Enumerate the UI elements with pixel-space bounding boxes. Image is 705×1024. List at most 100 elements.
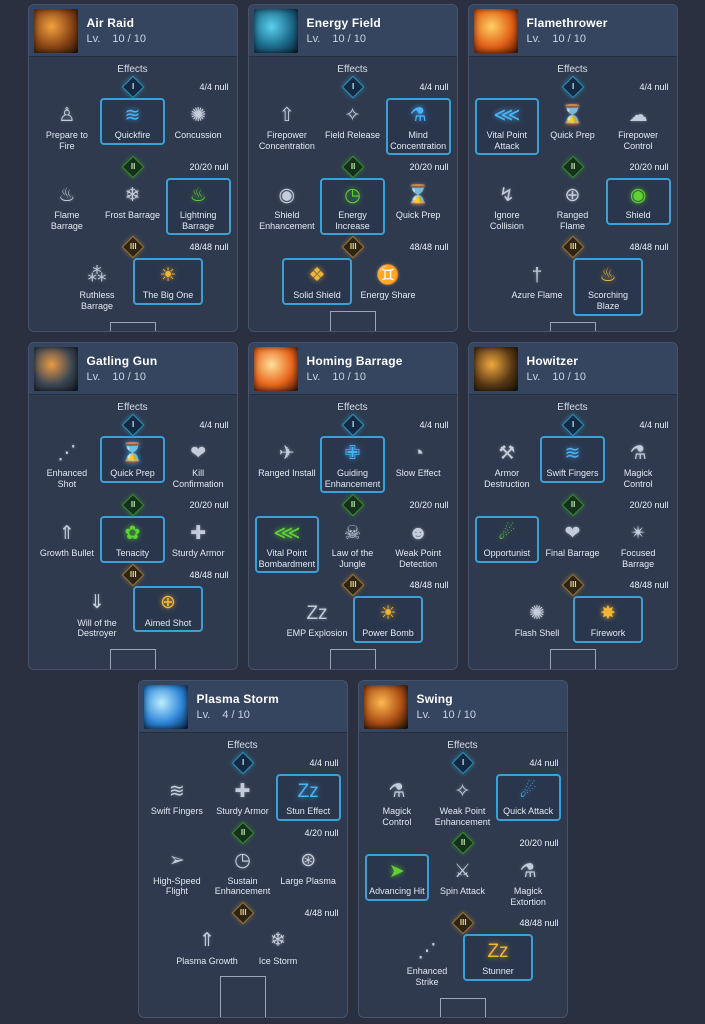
guiding-enhancement-icon: ✙ [344, 442, 361, 464]
skill-enhanced-strike[interactable]: ⋰Enhanced Strike [392, 934, 462, 991]
skill-swift-fingers[interactable]: ≋Swift Fingers [540, 436, 605, 483]
skill-advancing-hit[interactable]: ➤Advancing Hit [364, 854, 430, 901]
skill-vital-point-bombardment[interactable]: ⋘Vital Point Bombardment [254, 516, 320, 574]
skill-firepower-control[interactable]: ☁Firepower Control [606, 98, 671, 155]
tier-points-counter: 48/48 null [409, 580, 449, 591]
empty-skill-slot[interactable] [549, 649, 596, 669]
skill-tenacity[interactable]: ✿Tenacity [100, 516, 165, 563]
skill-magick-extortion[interactable]: ⚗Magick Extortion [496, 854, 561, 911]
skill-shield-enhancement[interactable]: ◉Shield Enhancement [255, 178, 320, 235]
skill-level-row: Lv.10 / 10 [527, 33, 608, 45]
skill-level-row: Lv.10 / 10 [417, 709, 477, 721]
skill-mind-concentration[interactable]: ⚗Mind Concentration [385, 98, 451, 156]
level-value: 10 / 10 [442, 709, 476, 721]
skill-quick-prep[interactable]: ⌛Quick Prep [100, 436, 165, 483]
skill-law-of-the-jungle[interactable]: ☠Law of the Jungle [320, 516, 385, 573]
level-label: Lv. [86, 371, 101, 383]
skill-sustain-enhancement[interactable]: ◷Sustain Enhancement [210, 844, 275, 901]
empty-skill-slot[interactable] [329, 311, 376, 331]
skill-lightning-barrage[interactable]: ♨Lightning Barrage [165, 178, 231, 236]
skill-guiding-enhancement[interactable]: ✙ Guiding Enhancement [320, 436, 385, 494]
skill-quick-prep[interactable]: ⌛Quick Prep [540, 98, 605, 145]
skill-kill-confirmation[interactable]: ❤Kill Confirmation [166, 436, 231, 493]
empty-skill-slot[interactable] [219, 976, 266, 1017]
skill-weak-point-enhancement[interactable]: ✧Weak Point Enhancement [430, 774, 495, 831]
skill-quickfire[interactable]: ≋Quickfire [100, 98, 165, 145]
level-label: Lv. [306, 33, 321, 45]
empty-skill-slot[interactable] [439, 997, 486, 1017]
panel-header-text: Swing Lv.10 / 10 [417, 692, 477, 721]
skill-label: Enhanced Strike [406, 966, 448, 988]
skill-label: Plasma Growth [176, 955, 238, 966]
weak-point-enhancement-icon: ✧ [454, 780, 471, 802]
skill-aimed-shot[interactable]: ⊕Aimed Shot [133, 585, 203, 633]
skill-sturdy-armor[interactable]: ✚Sturdy Armor [210, 774, 275, 821]
empty-skill-slot[interactable] [329, 649, 376, 669]
skill-quick-attack[interactable]: ☄Quick Attack [495, 774, 561, 821]
skill-label: Guiding Enhancement [324, 468, 381, 489]
skill-will-of-the-destroyer[interactable]: ⇓Will of the Destroyer [62, 586, 132, 643]
skill-field-release[interactable]: ✧Field Release [320, 98, 385, 145]
skill-magick-control[interactable]: ⚗Magick Control [606, 436, 671, 493]
skill-sturdy-armor[interactable]: ✚Sturdy Armor [166, 516, 231, 563]
skill-final-barrage[interactable]: ❤Final Barrage [540, 516, 605, 563]
tier-1-diamond-icon: I [341, 75, 364, 99]
skill-label: Swift Fingers [546, 468, 599, 478]
skill-firework[interactable]: ✸Firework [573, 596, 643, 644]
tier-points-counter: 4/4 null [639, 82, 669, 92]
skill-focused-barrage[interactable]: ✴Focused Barrage [606, 516, 671, 573]
skill-label: Advancing Hit [369, 886, 425, 897]
skill-ruthless-barrage[interactable]: ⁂Ruthless Barrage [62, 258, 132, 315]
skill-flash-shell[interactable]: ✺Flash Shell [502, 596, 572, 643]
skill-ice-storm[interactable]: ❄Ice Storm [243, 924, 313, 971]
tier-numeral: I [351, 419, 354, 429]
skill-scorching-blaze[interactable]: ♨Scorching Blaze [573, 258, 643, 316]
prepare-to-fire-icon: ♙ [58, 104, 76, 126]
skill-ranged-install[interactable]: ✈Ranged Install [255, 436, 320, 483]
skill-ignore-collision[interactable]: ↯Ignore Collision [475, 178, 540, 235]
skill-label: Quickfire [114, 130, 151, 140]
skill-magick-control[interactable]: ⚗Magick Control [365, 774, 430, 831]
empty-skill-slot[interactable] [109, 321, 156, 331]
skill-quick-prep[interactable]: ⌛Quick Prep [386, 178, 451, 225]
tier-2-diamond-icon: II [561, 155, 584, 179]
skill-flame-barrage[interactable]: ♨Flame Barrage [35, 178, 100, 235]
skill-energy-increase[interactable]: ◷Energy Increase [320, 178, 385, 236]
skill-growth-bullet[interactable]: ⇑Growth Bullet [35, 516, 100, 563]
skill-label: Shield [625, 210, 651, 221]
empty-skill-slot[interactable] [109, 649, 156, 669]
skill-slow-effect[interactable]: ◔Slow Effect [386, 436, 451, 483]
skill-weak-point-detection[interactable]: ☻Weak Point Detection [386, 516, 451, 573]
skill-opportunist[interactable]: ☄Opportunist [474, 516, 540, 563]
skill-shield[interactable]: ◉Shield [605, 178, 671, 225]
tier-points-counter: 20/20 null [409, 500, 449, 511]
skill-large-plasma[interactable]: ⊛Large Plasma [276, 844, 341, 891]
empty-skill-slot[interactable] [549, 321, 596, 331]
tier-2-skills-row: ⋘Vital Point Bombardment☠Law of the Jung… [254, 516, 451, 574]
skill-vital-point-attack[interactable]: ⋘Vital Point Attack [474, 98, 540, 156]
skill-enhanced-shot[interactable]: ⋰Enhanced Shot [35, 436, 100, 493]
skill-the-big-one[interactable]: ☀The Big One [133, 258, 203, 306]
skill-spin-attack[interactable]: ⚔Spin Attack [430, 854, 495, 901]
skill-firepower-concentration[interactable]: ⇧Firepower Concentration [255, 98, 320, 155]
skill-ranged-flame[interactable]: ⊕Ranged Flame [540, 178, 605, 235]
skill-swift-fingers[interactable]: ≋Swift Fingers [145, 774, 210, 821]
skill-energy-share[interactable]: ♊Energy Share [353, 258, 423, 305]
skill-armor-destruction[interactable]: ⚒Armor Destruction [475, 436, 540, 493]
skill-prepare-to-fire[interactable]: ♙Prepare to Fire [35, 98, 100, 155]
skill-frost-barrage[interactable]: ❄Frost Barrage [100, 178, 165, 225]
skill-solid-shield[interactable]: ❖Solid Shield [282, 258, 352, 306]
skill-azure-flame[interactable]: †Azure Flame [502, 258, 572, 305]
magick-control-icon: ⚗ [388, 780, 406, 802]
skill-high-speed-flight[interactable]: ➢High-Speed Flight [145, 844, 210, 901]
skill-concussion[interactable]: ✺Concussion [166, 98, 231, 145]
skill-plasma-growth[interactable]: ⇑Plasma Growth [172, 924, 242, 971]
skill-power-bomb[interactable]: ☀Power Bomb [353, 596, 423, 644]
